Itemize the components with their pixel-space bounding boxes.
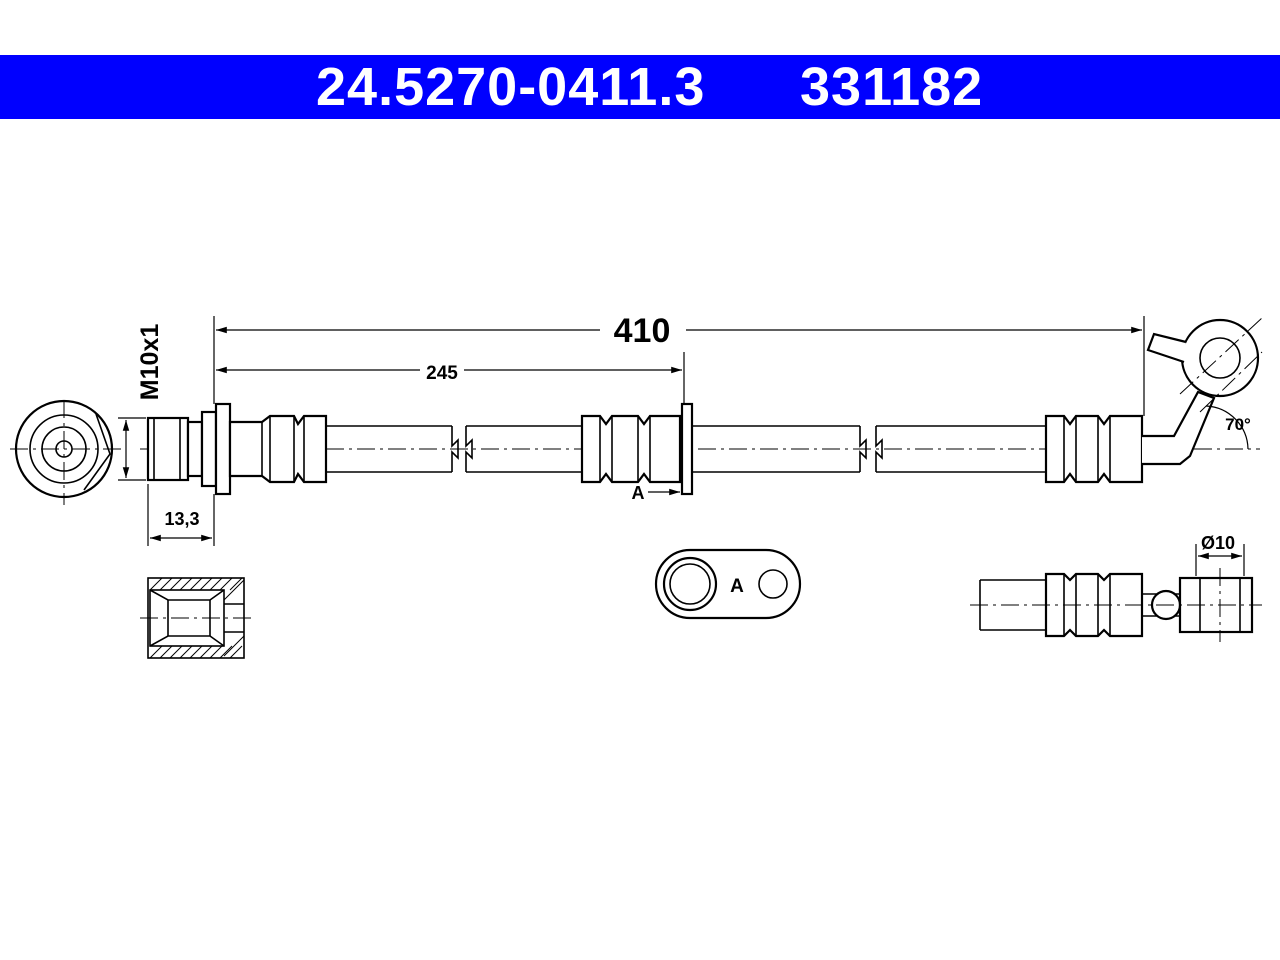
alternate-number: 331182 (800, 57, 984, 117)
bracket-view-label: A (632, 483, 645, 503)
bracket-detail-view (654, 548, 802, 620)
bracket-position-label: 245 (426, 363, 458, 384)
dimension-lines (118, 316, 1145, 546)
detail-label: A (730, 576, 744, 597)
hose-assembly (140, 317, 1263, 496)
banjo-top-view (970, 544, 1262, 642)
length-label: 410 (614, 312, 671, 350)
fitting-section-view (140, 577, 252, 659)
title-bar (0, 55, 1280, 119)
thread-label: M10x1 (136, 324, 164, 401)
part-number: 24.5270-0411.3 (316, 57, 706, 117)
eye-diameter-label: Ø10 (1201, 533, 1235, 553)
angle-label: 70° (1225, 415, 1251, 434)
fitting-end-view (10, 399, 124, 505)
fitting-length-label: 13,3 (164, 509, 199, 529)
